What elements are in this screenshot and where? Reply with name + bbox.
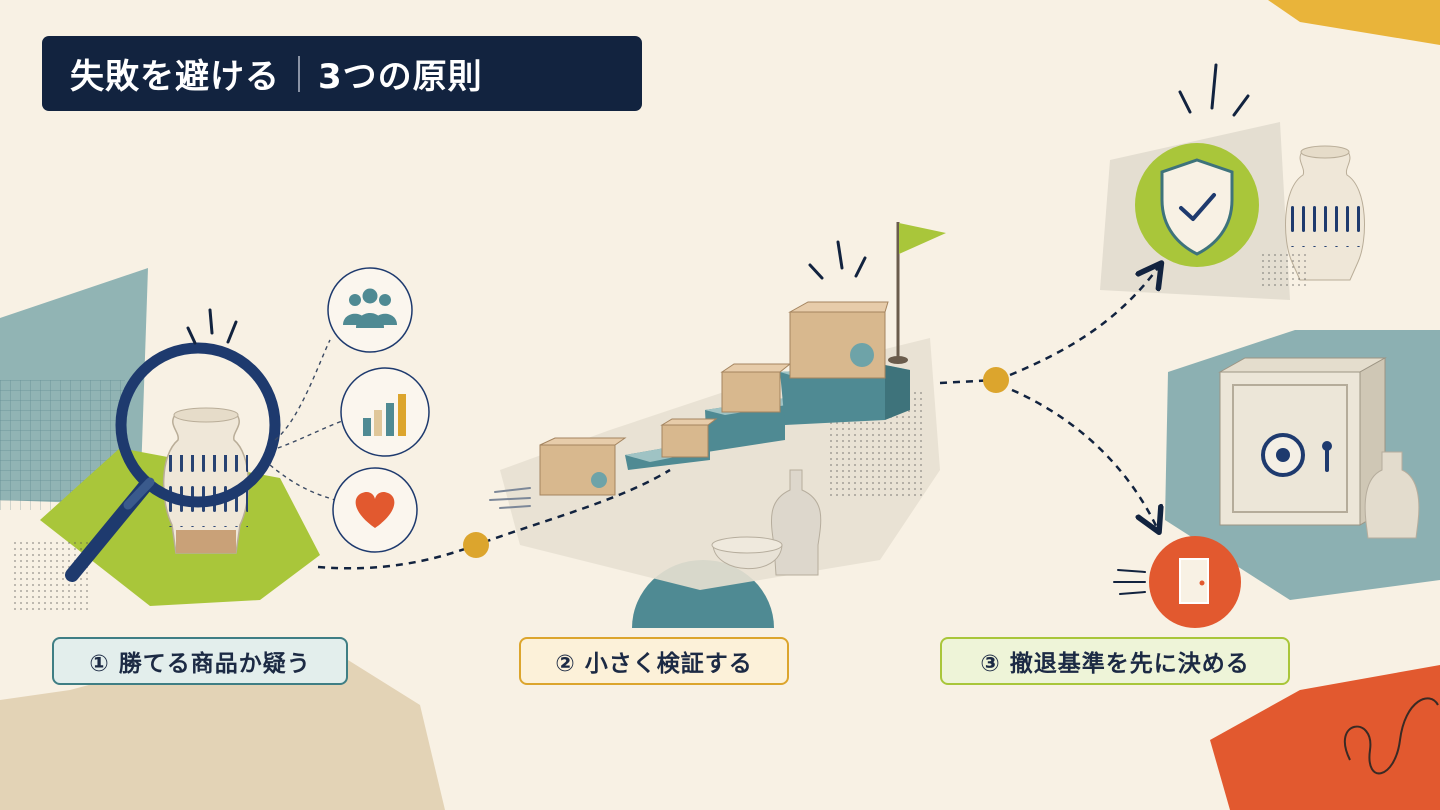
- bg-mustard-top-right: [1268, 0, 1440, 45]
- exit-door-icon: [1149, 536, 1241, 628]
- title-sub: 3つの原則: [318, 57, 483, 97]
- path-node-2: [983, 367, 1009, 393]
- step3-illustration: [1113, 63, 1420, 628]
- arrow-to-shield: [1009, 265, 1160, 377]
- motion-lines-exit: [1113, 569, 1146, 595]
- title-banner: 失敗を避ける 3つの原則: [42, 36, 642, 111]
- ceramic-bottle: [770, 469, 822, 576]
- people-icon: [327, 267, 413, 353]
- motion-lines-box: [489, 487, 531, 509]
- arrow-to-exit: [1011, 388, 1158, 530]
- attention-marks-center: [808, 240, 867, 280]
- goal-flag: [888, 222, 946, 364]
- step1-illustration: [10, 267, 430, 610]
- path-node-1: [463, 532, 489, 558]
- safe-icon: [1218, 357, 1387, 526]
- title-main: 失敗を避ける: [70, 57, 280, 97]
- step2-illustration: [489, 222, 946, 576]
- step2-label: ② 小さく検証する: [519, 637, 789, 685]
- bg-beige-bottom-left: [0, 650, 445, 810]
- title-separator: [298, 55, 300, 92]
- bar-chart-icon: [340, 367, 430, 457]
- bg-scribble: [1343, 697, 1439, 775]
- box-large: [788, 301, 889, 379]
- vase-bottom-right: [1364, 451, 1420, 539]
- ceramic-bowl: [711, 536, 783, 570]
- attention-marks-right: [1178, 63, 1250, 117]
- connector-lines: [269, 339, 346, 501]
- heart-icon: [332, 467, 418, 553]
- attention-marks-left: [186, 308, 238, 345]
- bg-orange-bottom-right: [1210, 665, 1440, 810]
- box-small-1: [539, 437, 627, 496]
- magnifier: [65, 342, 281, 582]
- shield-check-icon: [1135, 143, 1259, 267]
- vase-top-right: [1284, 145, 1368, 281]
- box-medium: [720, 363, 792, 413]
- journey-path: [317, 265, 1160, 570]
- box-small-2: [660, 418, 718, 458]
- vase-left: [162, 407, 250, 554]
- dots-right: [1262, 250, 1307, 290]
- step3-label: ③ 撤退基準を先に決める: [940, 637, 1290, 685]
- step1-label: ① 勝てる商品か疑う: [52, 637, 348, 685]
